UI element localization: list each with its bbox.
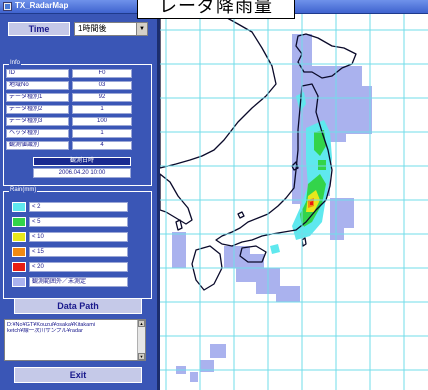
rain-cell (310, 201, 313, 205)
time-label: Time (8, 22, 70, 36)
legend-label: < 20 (29, 262, 128, 272)
legend-label: < 5 (29, 217, 128, 227)
data-path-line: D:¥No¥GT¥Kouzui¥osaka¥Kitakami (7, 322, 96, 328)
info-label-header-type: ヘッダ種別 (6, 129, 69, 138)
sado-island (291, 161, 299, 171)
hokkaido-coast (295, 33, 357, 79)
path-scrollbar[interactable]: ▲ ▼ (137, 320, 145, 360)
rain-cell (270, 244, 280, 254)
window-title: TX_RadarMap (15, 1, 69, 10)
chevron-down-icon[interactable]: ▼ (136, 23, 147, 35)
panel-divider (157, 14, 160, 390)
shikoku-coast (239, 245, 267, 263)
legend-swatch (12, 277, 26, 287)
legend-swatch (12, 262, 26, 272)
out-of-range-area (200, 360, 214, 372)
data-path-line: ketch¥線一次川サンプル¥radar (7, 328, 83, 334)
oki-island (237, 211, 245, 219)
obs-datetime-label: 観測日時 (33, 157, 131, 166)
info-group-title: Info (9, 59, 22, 68)
page-title-banner: レーダ降雨量 (137, 0, 295, 19)
info-value-obs-id: 4 (72, 141, 132, 150)
info-label-type1: データ種別1 (6, 93, 69, 102)
time-select[interactable]: 1時間後 ▼ (74, 22, 148, 36)
data-path-button[interactable]: Data Path (14, 298, 142, 314)
scroll-up-icon[interactable]: ▲ (138, 320, 145, 327)
info-label-obs-id: 観測値識別 (6, 141, 69, 150)
info-label-region: 地域No (6, 81, 69, 90)
obs-datetime-value: 2006.04.20 10:00 (33, 168, 131, 178)
korea-coast (160, 173, 193, 225)
control-panel: Time 1時間後 ▼ Info ID F0 地域No 03 データ種別1 92… (0, 14, 157, 390)
info-value-type1: 92 (72, 93, 132, 102)
legend-label: < 15 (29, 247, 128, 257)
legend-swatch (12, 247, 26, 257)
rain-group-title: Rain(mm) (9, 186, 38, 195)
info-label-type2: データ種別2 (6, 105, 69, 114)
legend-label: < 2 (29, 202, 128, 212)
app-icon (3, 2, 12, 11)
radar-map[interactable] (160, 14, 428, 390)
data-path-textarea[interactable]: D:¥No¥GT¥Kouzui¥osaka¥Kitakami ketch¥線一次… (4, 319, 146, 361)
exit-button[interactable]: Exit (14, 367, 142, 383)
legend-swatch (12, 202, 26, 212)
info-group: Info ID F0 地域No 03 データ種別1 92 データ種別2 1 デー… (3, 59, 152, 186)
out-of-range-area (254, 262, 262, 270)
info-value-type3: 100 (72, 117, 132, 126)
honshu-coast (215, 83, 333, 247)
info-value-region: 03 (72, 81, 132, 90)
kyushu-coast (191, 245, 223, 291)
out-of-range-area (224, 246, 300, 302)
info-value-type2: 1 (72, 105, 132, 114)
time-select-value: 1時間後 (78, 24, 107, 33)
out-of-range-area (210, 344, 226, 358)
info-value-id: F0 (72, 69, 132, 78)
out-of-range-areas (172, 34, 372, 382)
info-label-type3: データ種別3 (6, 117, 69, 126)
legend-label: 観測範囲外／未測定 (29, 277, 128, 287)
mainland-coast (160, 14, 277, 169)
scroll-down-icon[interactable]: ▼ (138, 353, 145, 360)
legend-label: < 10 (29, 232, 128, 242)
out-of-range-area (172, 232, 186, 268)
out-of-range-area (190, 372, 198, 382)
izu-island (301, 237, 307, 247)
rain-cell (318, 160, 326, 170)
legend-swatch (12, 217, 26, 227)
radar-map-canvas (160, 14, 428, 390)
tsushima-island (175, 219, 183, 231)
lat-lon-grid (160, 14, 428, 390)
info-label-id: ID (6, 69, 69, 78)
coastline (160, 14, 357, 291)
legend-swatch (12, 232, 26, 242)
out-of-range-area (292, 34, 372, 224)
rain-legend-group: Rain(mm) < 2 < 5 < 10 < 15 < 20 (3, 186, 152, 299)
info-value-header-type: 1 (72, 129, 132, 138)
